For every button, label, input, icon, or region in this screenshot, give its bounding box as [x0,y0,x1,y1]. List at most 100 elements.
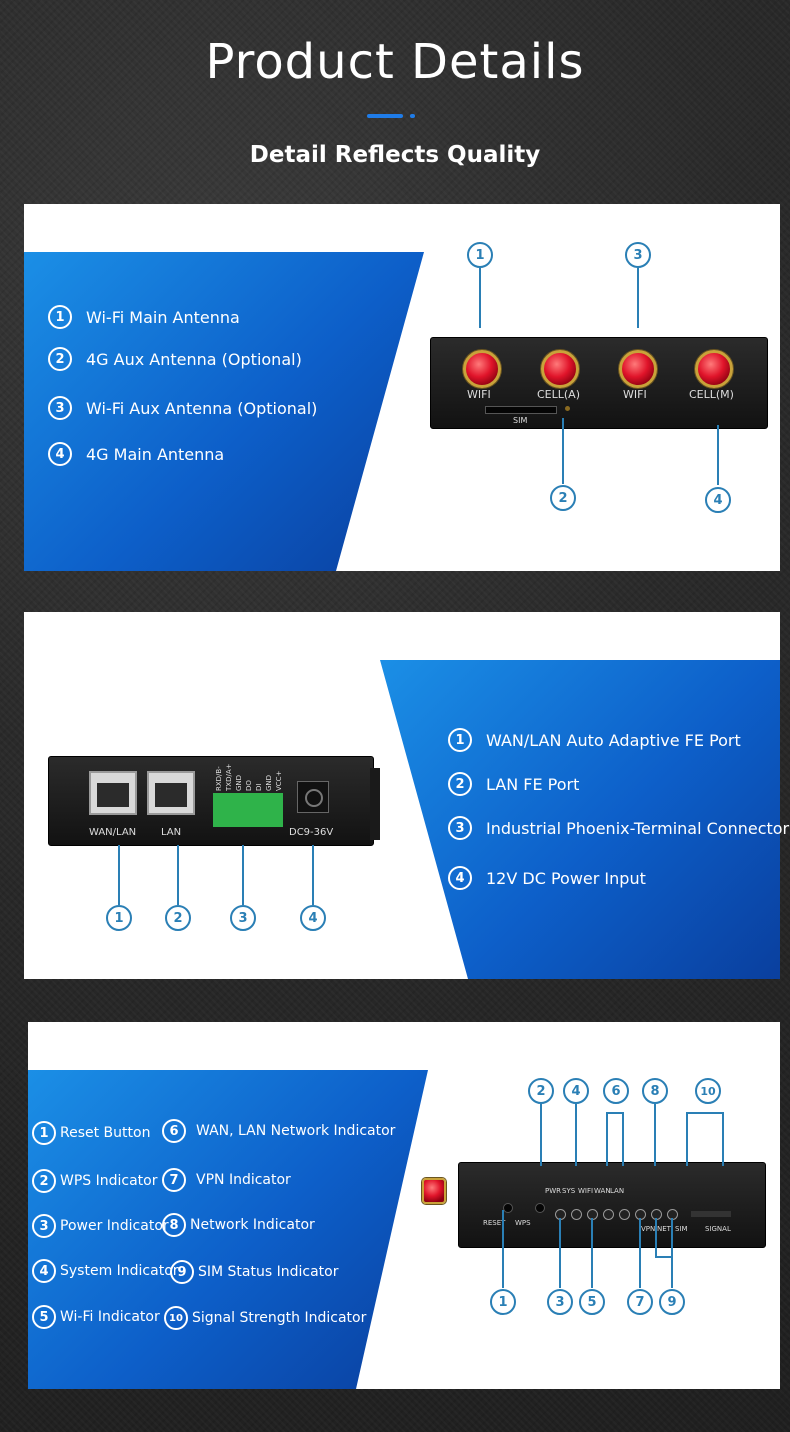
callout-line [637,268,639,328]
terminal-pin: VCC+ [275,770,283,791]
device-label: DC9-36V [289,827,334,838]
ethernet-port [147,771,195,815]
device-label: WIFI [623,388,647,401]
device-label: WIFI [578,1187,594,1195]
device-label: LAN [610,1187,625,1195]
device-label: WIFI [467,388,491,401]
callout-line [312,845,314,905]
callout-marker: 4 [705,487,731,513]
reset-hole [503,1203,513,1213]
callout-line [118,845,120,905]
router-port-side: WAN/LAN LAN RXD/B- TXD/A+ GND DO DI GND … [48,756,374,846]
callout-marker: 8 [642,1078,668,1104]
led-indicator [619,1209,630,1220]
page-title: Product Details [205,34,585,90]
callout-marker: 5 [579,1289,605,1315]
callout-line [242,845,244,905]
antenna-connector [463,350,501,388]
terminal-pin: DO [245,780,253,791]
title-underline [367,114,403,118]
callout-marker: 1 [490,1289,516,1315]
callout-line [654,1104,656,1166]
callout-line [655,1218,657,1258]
title-underline-dot [410,114,415,118]
din-rail-clip [370,768,380,840]
antenna-connector [541,350,579,388]
device-label: WPS [515,1219,531,1227]
terminal-pin: RXD/B- [215,766,223,791]
callout-marker: 1 [467,242,493,268]
page-subtitle: Detail Reflects Quality [249,142,541,168]
led-indicator [571,1209,582,1220]
terminal-pin: TXD/A+ [225,763,233,791]
callout-line [722,1112,724,1166]
status-led [565,406,570,411]
callout-marker: 2 [165,905,191,931]
device-label: WAN/LAN [89,827,137,838]
callout-line [639,1218,641,1288]
callout-marker: 6 [603,1078,629,1104]
callout-line [655,1256,671,1258]
device-label: PWR [545,1187,562,1195]
device-label: VPN [641,1225,656,1233]
callout-marker: 2 [550,485,576,511]
callout-line [606,1112,608,1166]
dc-power-jack [297,781,329,813]
led-indicator [603,1209,614,1220]
device-label: SYS [562,1187,576,1195]
callout-line [591,1218,593,1288]
device-label: CELL(A) [537,388,580,401]
callout-line [717,425,719,485]
callout-marker: 1 [106,905,132,931]
router-antenna-side: WIFI CELL(A) WIFI CELL(M) SIM [430,337,768,429]
callout-line [479,268,481,328]
callout-line [671,1218,673,1288]
callout-marker: 3 [230,905,256,931]
device-label: SIM [675,1225,688,1233]
signal-bar [691,1211,731,1217]
callout-line [177,845,179,905]
device-label: SIGNAL [705,1225,731,1233]
callout-line [540,1104,542,1166]
callout-line [686,1112,724,1114]
router-front-panel: RESET WPS PWR SYS WIFI WAN LAN VPN NET S… [458,1162,766,1248]
device-label: NET [657,1225,671,1233]
antenna-connector [422,1178,446,1204]
device-label: SIM [513,416,528,425]
callout-line [559,1218,561,1288]
callout-line [686,1112,688,1166]
terminal-pin: DI [255,783,263,791]
callout-line [562,418,564,484]
section3-blue-panel [28,1070,428,1389]
antenna-connector [695,350,733,388]
callout-marker: 7 [627,1289,653,1315]
device-label: CELL(M) [689,388,734,401]
callout-line [622,1112,624,1166]
callout-marker: 3 [547,1289,573,1315]
callout-marker: 10 [695,1078,721,1104]
callout-marker: 4 [300,905,326,931]
callout-line [575,1104,577,1166]
callout-marker: 2 [528,1078,554,1104]
device-label: LAN [161,827,182,838]
wps-hole [535,1203,545,1213]
antenna-connector [619,350,657,388]
terminal-pin: GND [235,774,243,791]
